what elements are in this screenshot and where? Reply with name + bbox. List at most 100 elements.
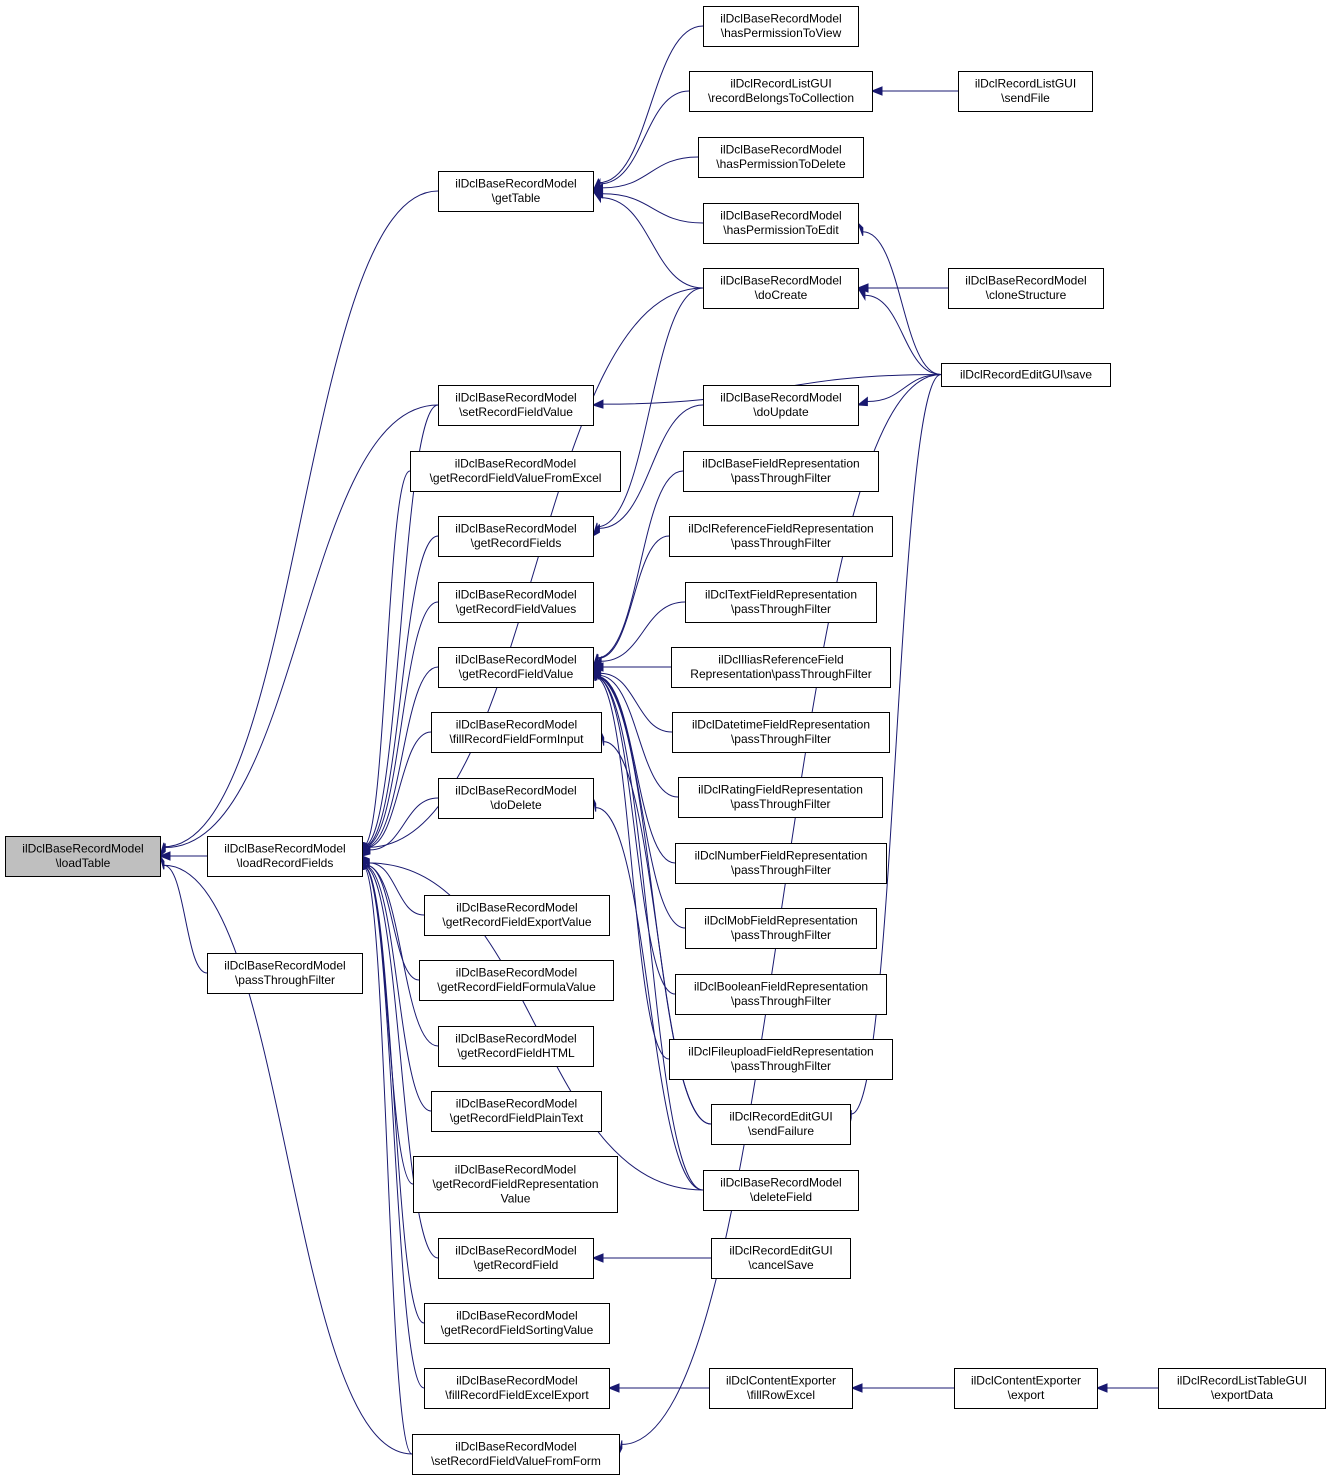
node-ptfRating[interactable]: ilDclRatingFieldRepresentation\passThrou… — [678, 777, 883, 818]
edge-recordBelongs-to-getTable — [599, 90, 690, 185]
node-ptfDatetime[interactable]: ilDclDatetimeFieldRepresentation\passThr… — [672, 712, 890, 753]
arrowhead — [1095, 1383, 1108, 1393]
node-label: Value — [501, 1191, 531, 1205]
arrowhead — [856, 396, 868, 407]
node-box — [685, 908, 877, 949]
node-ptfFileupload[interactable]: ilDclFileuploadFieldRepresentation\passT… — [669, 1039, 893, 1080]
node-hasPermView[interactable]: ilDclBaseRecordModel\hasPermissionToView — [703, 6, 859, 47]
arrowhead — [591, 524, 600, 538]
node-cloneStructure[interactable]: ilDclBaseRecordModel\cloneStructure — [948, 268, 1104, 309]
node-getRFHTML[interactable]: ilDclBaseRecordModel\getRecordFieldHTML — [438, 1026, 594, 1067]
node-recordBelongs[interactable]: ilDclRecordListGUI\recordBelongsToCollec… — [689, 71, 873, 112]
arrowhead — [159, 855, 165, 870]
node-label: ilDclRecordListGUI — [730, 77, 831, 91]
node-getTable[interactable]: ilDclBaseRecordModel\getTable — [438, 171, 594, 212]
node-getRecordFieldValues[interactable]: ilDclBaseRecordModel\getRecordFieldValue… — [438, 582, 594, 623]
node-label: ilDclBaseRecordModel — [455, 457, 576, 471]
node-label: ilDclBaseRecordModel — [720, 143, 841, 157]
edge-getRFHTML-to-loadRecordFields — [365, 864, 439, 1047]
node-box — [709, 1368, 853, 1409]
edge-sendFailure-to-fillRecordFieldFormInput — [603, 741, 712, 1125]
node-doCreate[interactable]: ilDclBaseRecordModel\doCreate — [703, 268, 859, 309]
node-box — [419, 960, 614, 1001]
node-label: ilDclBaseRecordModel — [455, 1440, 576, 1454]
node-hasPermEdit[interactable]: ilDclBaseRecordModel\hasPermissionToEdit — [703, 203, 859, 244]
node-label: \getRecordFieldExportValue — [442, 915, 592, 929]
edge-getRecordFieldValue-to-loadRecordFields — [365, 666, 439, 848]
node-label: ilDclMobFieldRepresentation — [704, 914, 857, 928]
node-box — [207, 953, 363, 994]
node-getRFExportValue[interactable]: ilDclBaseRecordModel\getRecordFieldExpor… — [424, 895, 610, 936]
node-setRecordFieldValue[interactable]: ilDclBaseRecordModel\setRecordFieldValue — [438, 385, 594, 426]
edge-getRFVFromExcel-to-loadRecordFields — [362, 470, 411, 847]
node-getRecordFields[interactable]: ilDclBaseRecordModel\getRecordFields — [438, 516, 594, 557]
edge-setRecordFieldValue-to-loadTable — [165, 404, 439, 848]
arrowhead — [591, 190, 602, 204]
node-label: \cloneStructure — [986, 288, 1067, 302]
node-export[interactable]: ilDclContentExporter\export — [954, 1368, 1098, 1409]
node-fillRowExcel[interactable]: ilDclContentExporter\fillRowExcel — [709, 1368, 853, 1409]
node-label: \getRecordFieldPlainText — [450, 1111, 584, 1125]
node-getRecordField[interactable]: ilDclBaseRecordModel\getRecordField — [438, 1238, 594, 1279]
node-getRFFormulaValue[interactable]: ilDclBaseRecordModel\getRecordFieldFormu… — [419, 960, 614, 1001]
arrowhead — [600, 731, 605, 746]
node-hasPermDelete[interactable]: ilDclBaseRecordModel\hasPermissionToDele… — [698, 137, 864, 178]
node-label: ilDclRecordEditGUI — [729, 1244, 832, 1258]
node-box — [675, 843, 887, 884]
node-ptfIlias[interactable]: ilDclIliasReferenceFieldRepresentation\p… — [671, 647, 891, 688]
arrowhead — [618, 1440, 623, 1455]
node-label: Representation\passThroughFilter — [690, 667, 871, 681]
node-label: \doDelete — [490, 798, 542, 812]
node-doDelete[interactable]: ilDclBaseRecordModel\doDelete — [438, 778, 594, 819]
node-label: ilDclBaseRecordModel — [455, 653, 576, 667]
node-ptfBoolean[interactable]: ilDclBooleanFieldRepresentation\passThro… — [675, 974, 887, 1015]
node-label: \getRecordFieldValue — [459, 667, 574, 681]
node-sendFile[interactable]: ilDclRecordListGUI\sendFile — [958, 71, 1093, 112]
node-ptfText[interactable]: ilDclTextFieldRepresentation\passThrough… — [685, 582, 877, 623]
node-box — [678, 777, 883, 818]
node-loadRecordFields[interactable]: ilDclBaseRecordModel\loadRecordFields — [207, 836, 363, 877]
edge-save-to-hasPermEdit — [862, 231, 942, 375]
node-fillRFExcelExport[interactable]: ilDclBaseRecordModel\fillRecordFieldExce… — [424, 1368, 610, 1409]
node-label: ilDclContentExporter — [971, 1374, 1081, 1388]
arrowhead — [856, 286, 866, 301]
node-box — [438, 582, 594, 623]
node-getRFPlainText[interactable]: ilDclBaseRecordModel\getRecordFieldPlain… — [431, 1091, 602, 1132]
node-fillRecordFieldFormInput[interactable]: ilDclBaseRecordModel\fillRecordFieldForm… — [431, 712, 602, 753]
node-getRFVFromExcel[interactable]: ilDclBaseRecordModel\getRecordFieldValue… — [410, 451, 621, 492]
node-label: ilDclBaseRecordModel — [720, 12, 841, 26]
node-save[interactable]: ilDclRecordEditGUI\save — [941, 363, 1111, 387]
node-label: ilDclRecordListGUI — [975, 77, 1076, 91]
node-box — [703, 268, 859, 309]
node-ptfBase[interactable]: ilDclBaseFieldRepresentation\passThrough… — [683, 451, 879, 492]
node-label: ilDclRatingFieldRepresentation — [698, 783, 863, 797]
edge-doCreate-to-getTable — [600, 197, 704, 289]
node-box — [438, 778, 594, 819]
edge-getTable-to-loadTable — [163, 190, 439, 848]
node-box — [711, 1238, 851, 1279]
node-loadTable[interactable]: ilDclBaseRecordModel\loadTable — [5, 836, 161, 877]
node-box — [424, 1303, 610, 1344]
node-ptfReference[interactable]: ilDclReferenceFieldRepresentation\passTh… — [669, 516, 893, 557]
node-ptfMob[interactable]: ilDclMobFieldRepresentation\passThroughF… — [685, 908, 877, 949]
node-label: \getRecordFieldSortingValue — [441, 1323, 594, 1337]
node-box — [431, 712, 602, 753]
node-getRFSortingValue[interactable]: ilDclBaseRecordModel\getRecordFieldSorti… — [424, 1303, 610, 1344]
node-sendFailure[interactable]: ilDclRecordEditGUI\sendFailure — [711, 1104, 851, 1145]
node-cancelSave[interactable]: ilDclRecordEditGUI\cancelSave — [711, 1238, 851, 1279]
node-doUpdate[interactable]: ilDclBaseRecordModel\doUpdate — [703, 385, 859, 426]
node-ptfModel[interactable]: ilDclBaseRecordModel\passThroughFilter — [207, 953, 363, 994]
node-getRecordFieldValue[interactable]: ilDclBaseRecordModel\getRecordFieldValue — [438, 647, 594, 688]
edge-ptfReference-to-getRecordFieldValue — [598, 535, 670, 659]
node-label: \doUpdate — [753, 405, 809, 419]
nodes-layer: ilDclBaseRecordModel\loadTable ilDclBaseR… — [5, 6, 1326, 1475]
node-ptfNumber[interactable]: ilDclNumberFieldRepresentation\passThrou… — [675, 843, 887, 884]
node-label: ilDclBaseRecordModel — [455, 522, 576, 536]
node-deleteField[interactable]: ilDclBaseRecordModel\deleteField — [703, 1170, 859, 1211]
node-exportData[interactable]: ilDclRecordListTableGUI\exportData — [1158, 1368, 1326, 1409]
node-box — [438, 1238, 594, 1279]
edge-ptfDatetime-to-getRecordFieldValue — [600, 672, 673, 733]
edge-getRFPlainText-to-loadRecordFields — [364, 865, 432, 1112]
node-getRFRepValue[interactable]: ilDclBaseRecordModel\getRecordFieldRepre… — [413, 1156, 618, 1213]
node-setRFValueFromForm[interactable]: ilDclBaseRecordModel\setRecordFieldValue… — [412, 1434, 620, 1475]
